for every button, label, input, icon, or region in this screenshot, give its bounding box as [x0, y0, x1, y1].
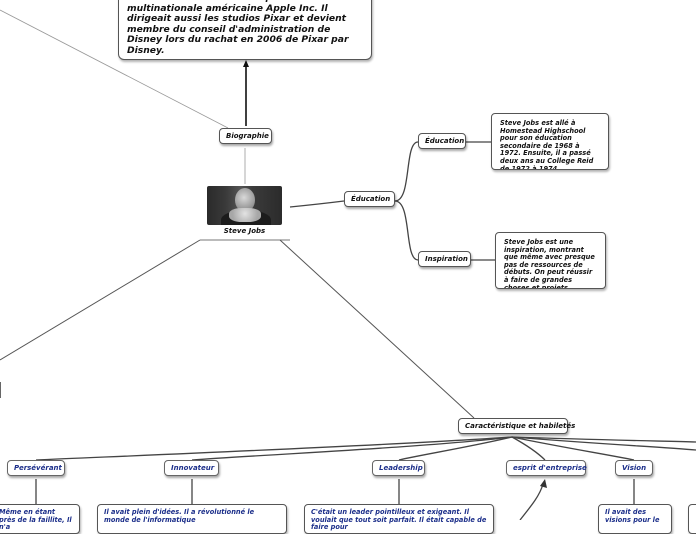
connector-carac-offscreen1 — [511, 436, 696, 451]
connector-layer — [0, 9, 696, 520]
connector-central-carac — [279, 239, 475, 419]
photo-head-shape — [235, 188, 255, 212]
connector-carac-esprit — [511, 436, 546, 461]
leadership-node[interactable]: Leadership — [372, 460, 425, 476]
vision-note[interactable]: Il avait des visions pour le — [598, 504, 672, 534]
biographie-node[interactable]: Biographie — [219, 128, 272, 144]
connector-esprit-arrow — [519, 483, 544, 520]
steve-jobs-photo[interactable] — [207, 186, 282, 225]
connector-central-left — [0, 239, 201, 361]
innovateur-node[interactable]: Innovateur — [164, 460, 219, 476]
connector-carac-innovateur — [191, 436, 513, 461]
photo-hands-shape — [229, 208, 261, 222]
perseverant-note[interactable]: Même en étant près de la faillite, Il n'… — [0, 504, 80, 534]
education-child-node[interactable]: Éducation — [418, 133, 466, 149]
connector-edu-edu — [394, 141, 419, 202]
connector-central-education — [289, 200, 345, 208]
connector-carac-offscreen2 — [511, 436, 696, 443]
connector-carac-leadership — [398, 436, 513, 461]
vision-node[interactable]: Vision — [615, 460, 653, 476]
leadership-note[interactable]: C'était un leader pointilleux et exigean… — [304, 504, 494, 534]
biographie-note[interactable]: d'administration de l'entreprise multina… — [118, 0, 372, 60]
connector-carac-perseverant — [35, 436, 513, 461]
esprit-entreprise-node[interactable]: esprit d'entreprise — [506, 460, 587, 476]
perseverant-node[interactable]: Persévérant — [7, 460, 65, 476]
inspiration-note[interactable]: Steve Jobs est une inspiration, montrant… — [495, 232, 606, 289]
inspiration-node[interactable]: Inspiration — [418, 251, 471, 267]
arrowhead-esprit — [540, 479, 547, 488]
connector-offscreen-bio — [0, 9, 229, 129]
education-node[interactable]: Éducation — [344, 191, 395, 207]
central-node-label[interactable]: Steve Jobs — [223, 227, 266, 235]
arrowhead-bio — [243, 60, 249, 67]
connector-carac-vision — [511, 436, 635, 461]
caracteristique-node[interactable]: Caractéristique et habiletés — [458, 418, 575, 434]
innovateur-note[interactable]: Il avait plein d'idées. Il a révolutionn… — [97, 504, 287, 534]
connector-edu-inspiration — [394, 200, 419, 261]
education-note[interactable]: Steve Jobs est allé à Homestead Highscho… — [491, 113, 609, 170]
offscreen-note-stub — [688, 504, 696, 534]
